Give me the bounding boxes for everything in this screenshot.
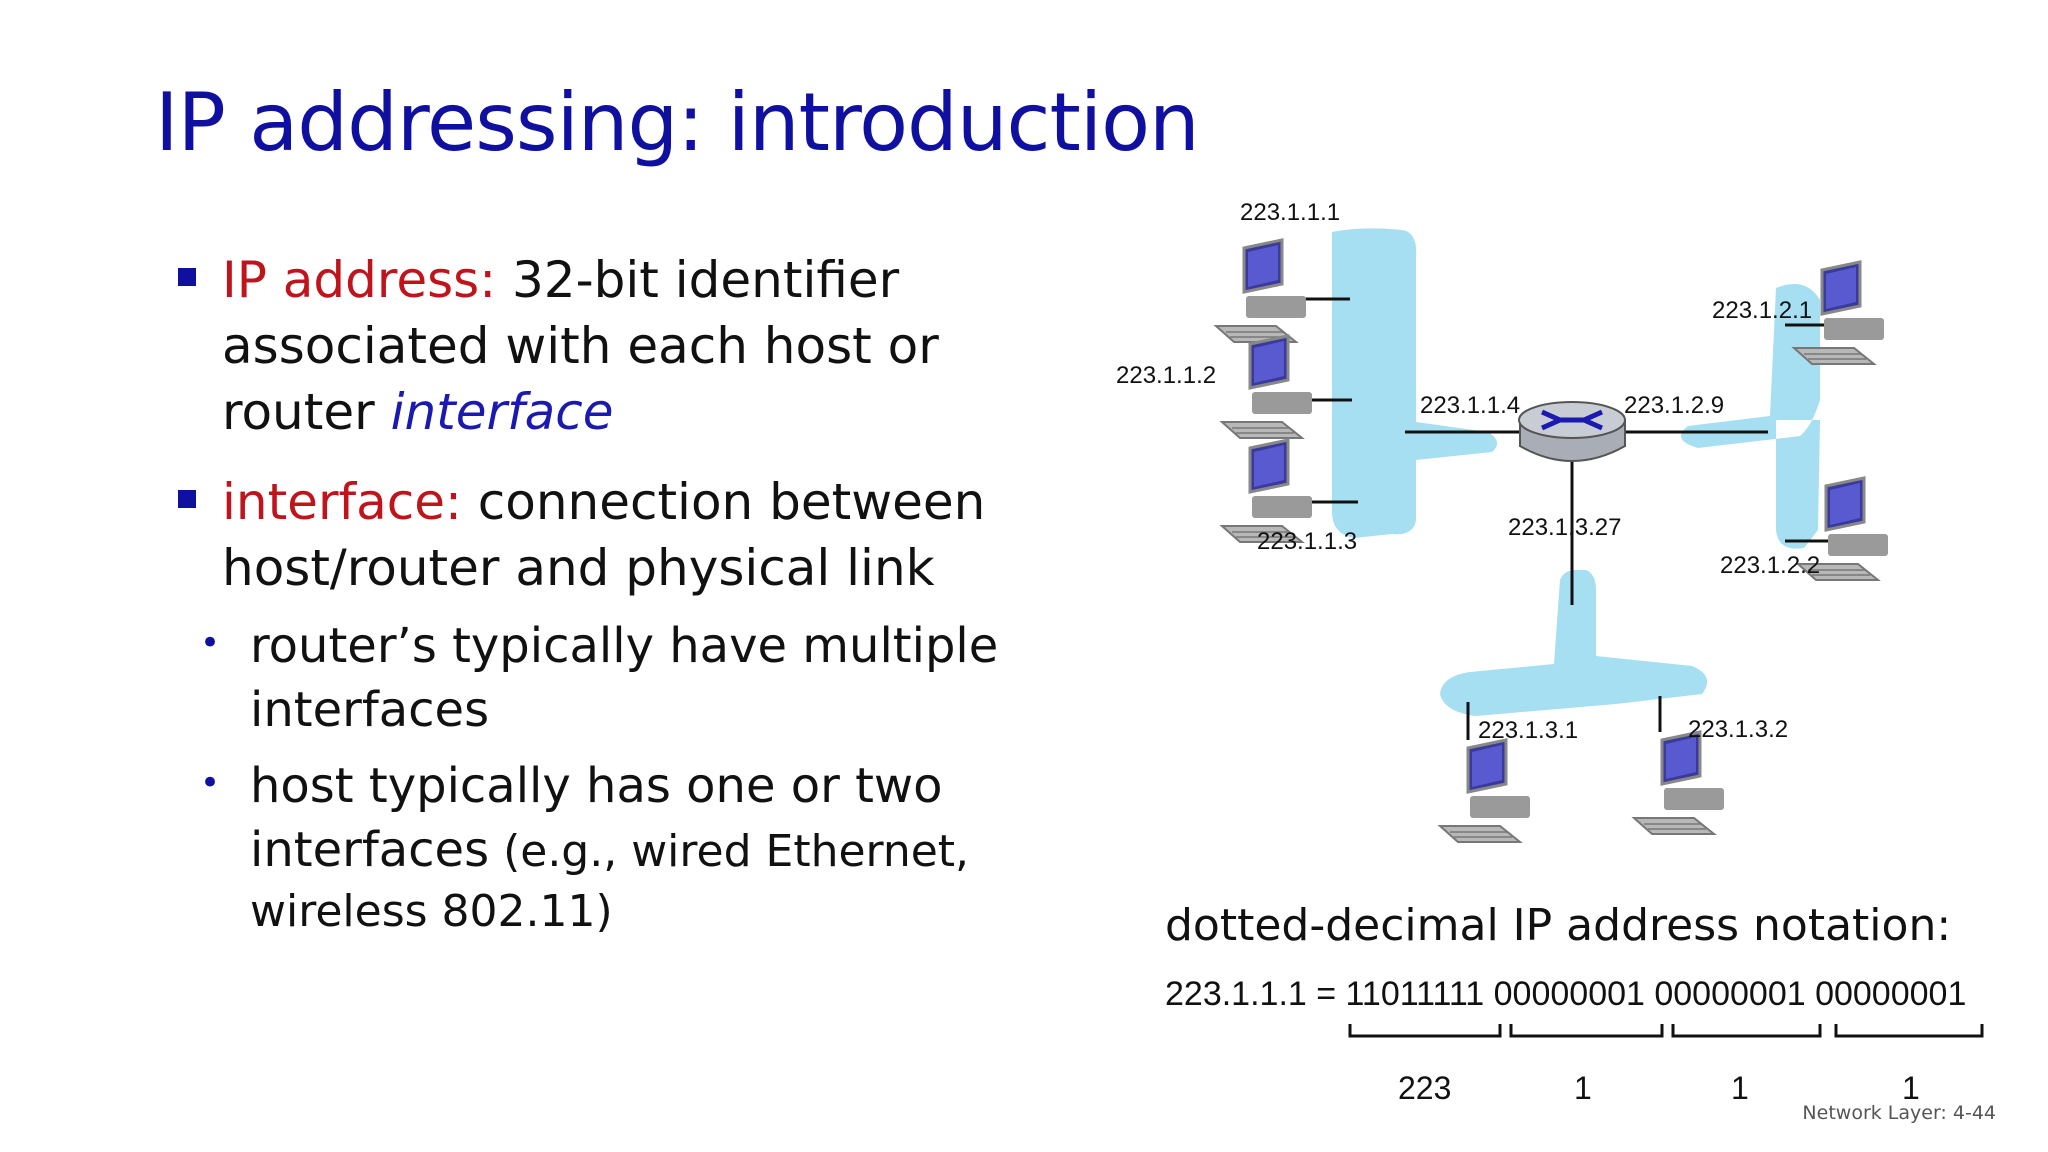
- addr-label-223-1-3-2: 223.1.3.2: [1688, 716, 1788, 743]
- octet-brace: [1671, 1024, 1822, 1038]
- emphasis-interface: interface: [390, 383, 614, 441]
- bullet-text: (e.g., wired Ethernet,: [489, 826, 970, 877]
- slide-footer: Network Layer: 4-44: [1802, 1102, 1996, 1124]
- bullet-text: connection between: [461, 473, 986, 531]
- octet-decimal-value: 1: [1574, 1070, 1592, 1106]
- octet-brace: [1348, 1024, 1502, 1038]
- addr-label-223-1-1-3: 223.1.1.3: [1257, 528, 1357, 555]
- desktop-computer-icon: [1214, 238, 1308, 344]
- bullet-ip-address-line3: router interface: [222, 379, 614, 445]
- addr-label-223-1-2-9: 223.1.2.9: [1624, 392, 1724, 419]
- bullet-text: interfaces: [250, 822, 490, 878]
- subbullet-host-line2: interfaces (e.g., wired Ethernet,: [250, 818, 969, 884]
- term-interface: interface:: [222, 473, 462, 531]
- subbullet-routers-line2: interfaces: [250, 682, 490, 738]
- subnet-3-shape: [1440, 570, 1708, 716]
- slide-title: IP addressing: introduction: [155, 76, 1200, 169]
- octet-decimal-value: 1: [1731, 1070, 1749, 1106]
- subbullet-dot-marker: •: [200, 623, 221, 663]
- subbullet-host-line3: wireless 802.11): [250, 886, 613, 937]
- bullet-text: router: [222, 383, 391, 441]
- bullet-text: 32-bit identifier: [496, 251, 900, 309]
- addr-label-223-1-1-2: 223.1.1.2: [1116, 362, 1216, 389]
- router-icon: [1518, 401, 1626, 462]
- subbullet-routers-line1: router’s typically have multiple: [250, 618, 999, 674]
- addr-label-223-1-2-2: 223.1.2.2: [1720, 552, 1820, 579]
- octet-decimal-value: 1: [1902, 1070, 1920, 1106]
- bullet-ip-address-line1: IP address: 32-bit identifier: [222, 247, 899, 313]
- addr-label-223-1-3-1: 223.1.3.1: [1478, 717, 1578, 744]
- subnet-1-shape: [1332, 228, 1498, 538]
- addr-label-223-1-1-4: 223.1.1.4: [1420, 392, 1520, 419]
- bullet-ip-address-line2: associated with each host or: [222, 317, 939, 375]
- addr-label-223-1-2-1: 223.1.2.1: [1712, 297, 1812, 324]
- desktop-computer-icon: [1220, 438, 1314, 544]
- subbullet-dot-marker: •: [200, 763, 221, 803]
- bullet-interface-line1: interface: connection between: [222, 469, 985, 535]
- notation-caption: dotted-decimal IP address notation:: [1165, 900, 1952, 951]
- octet-decimal-value: 223: [1398, 1070, 1452, 1106]
- subnet-2-shape: [1680, 284, 1820, 549]
- bullet-square-marker: [178, 268, 196, 286]
- desktop-computer-icon: [1438, 738, 1532, 844]
- subbullet-host-line1: host typically has one or two: [250, 758, 943, 814]
- bullet-square-marker: [178, 490, 196, 508]
- notation-equation: 223.1.1.1 = 11011111 00000001 00000001 0…: [1165, 975, 1967, 1013]
- bullet-interface-line2: host/router and physical link: [222, 539, 935, 597]
- octet-brace: [1834, 1024, 1984, 1038]
- desktop-computer-icon: [1632, 730, 1726, 836]
- desktop-computer-icon: [1220, 334, 1314, 440]
- addr-label-223-1-3-27: 223.1.3.27: [1508, 514, 1621, 541]
- octet-brace: [1509, 1024, 1664, 1038]
- term-ip-address: IP address:: [222, 251, 497, 309]
- addr-label-223-1-1-1: 223.1.1.1: [1240, 199, 1340, 226]
